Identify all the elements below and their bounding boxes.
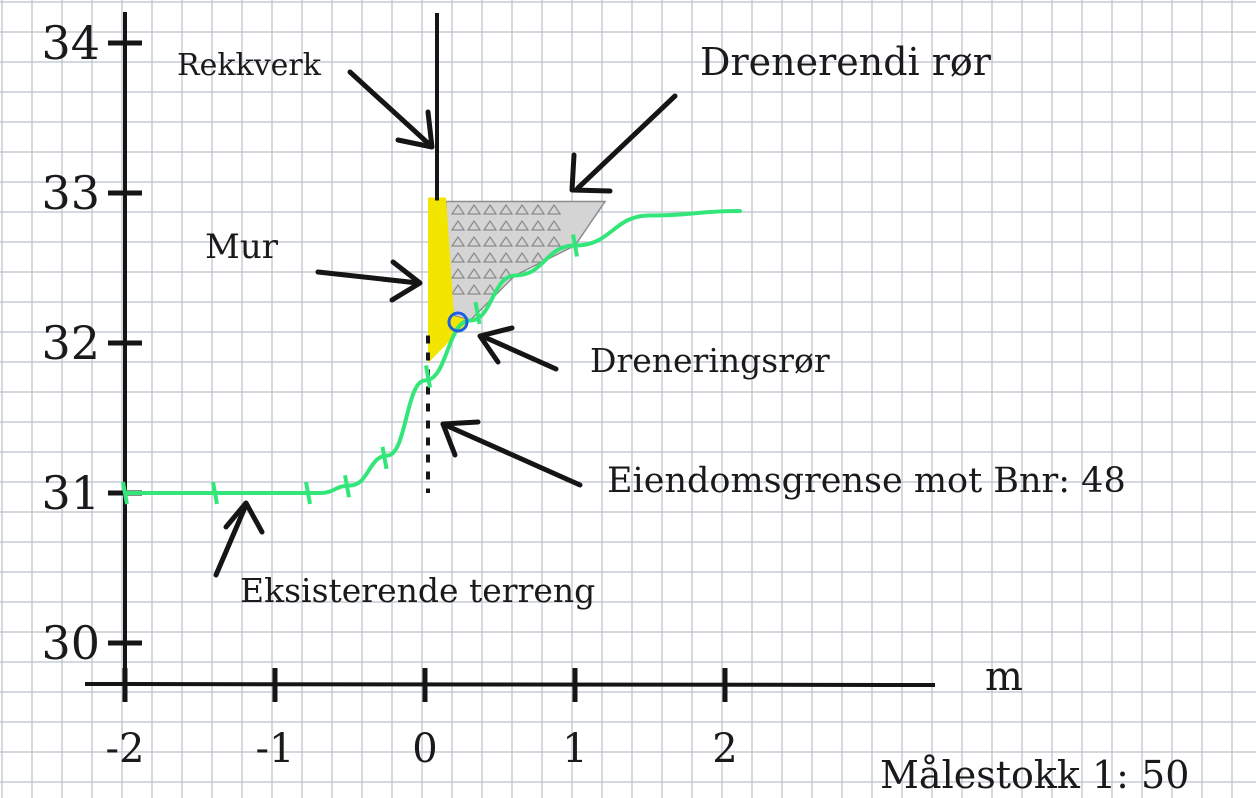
drainage-gravel-texture bbox=[450, 203, 562, 295]
terrain-mark bbox=[380, 446, 389, 470]
y-axis-ticks: 34 33 32 31 30 bbox=[41, 16, 142, 670]
label-eiendomsgrense: Eiendomsgrense mot Bnr: 48 bbox=[607, 461, 1126, 501]
drain-pipe-circle bbox=[447, 311, 469, 333]
x-axis-unit: m bbox=[985, 654, 1023, 700]
label-dreneringsror: Dreneringsrør bbox=[590, 341, 830, 380]
terrain-mark bbox=[304, 481, 312, 505]
drainage-gravel bbox=[445, 200, 607, 322]
y-tick-label: 34 bbox=[41, 16, 100, 70]
label-rekkverk: Rekkverk bbox=[177, 48, 322, 83]
eksisterende-terreng-arrow bbox=[213, 500, 265, 578]
x-tick-label: 2 bbox=[712, 726, 737, 772]
terrain-mark bbox=[211, 481, 219, 505]
y-tick-label: 32 bbox=[41, 316, 100, 370]
label-malestokk: Målestokk 1: 50 bbox=[880, 753, 1189, 797]
dreneringsror-arrow bbox=[477, 325, 559, 372]
x-tick-label: 1 bbox=[562, 726, 587, 772]
label-mur: Mur bbox=[205, 227, 279, 267]
terrain-tick-marks bbox=[121, 234, 579, 505]
terrain-mark bbox=[424, 365, 432, 388]
label-eksisterende-terreng: Eksisterende terreng bbox=[240, 571, 595, 610]
rekkverk-arrow bbox=[347, 69, 435, 150]
x-tick-label: 0 bbox=[412, 726, 437, 772]
x-tick-label: -1 bbox=[256, 726, 295, 772]
drenerende-ror-arrow bbox=[569, 93, 678, 194]
retaining-wall bbox=[428, 197, 470, 363]
x-tick-label: -2 bbox=[106, 726, 145, 772]
y-tick-label: 31 bbox=[41, 466, 100, 520]
terrain-mark bbox=[473, 301, 482, 325]
x-axis-line bbox=[84, 682, 936, 687]
x-axis-ticks: -2 -1 0 1 2 bbox=[106, 668, 738, 772]
y-tick-label: 30 bbox=[41, 616, 100, 670]
terrain-mark bbox=[343, 474, 351, 498]
mur-arrow bbox=[315, 259, 423, 303]
y-tick-label: 33 bbox=[41, 166, 100, 220]
terrain-mark bbox=[121, 481, 129, 505]
terrain-mark bbox=[571, 234, 579, 257]
label-drenerende-ror: Drenerendi rør bbox=[700, 40, 992, 84]
eiendomsgrense-arrow bbox=[440, 419, 583, 488]
